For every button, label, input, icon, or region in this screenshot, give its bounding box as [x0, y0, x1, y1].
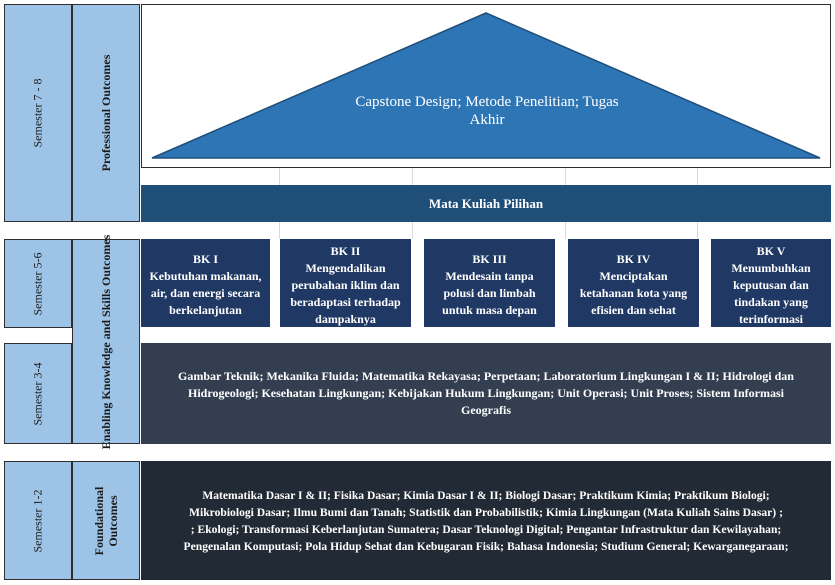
bk-line: dampaknya — [315, 312, 376, 326]
bk-line: Kebutuhan makanan, — [149, 269, 262, 283]
capstone-panel: Capstone Design; Metode Penelitian; Tuga… — [141, 4, 831, 168]
grid-line — [412, 222, 413, 239]
bk-line: Menumbuhkan — [731, 261, 811, 275]
grid-line — [565, 222, 566, 239]
bk-line: polusi dan limbah — [443, 286, 536, 300]
bk-box-5: BK V Menumbuhkan keputusan dan tindakan … — [711, 239, 831, 327]
bk-line: efisien dan sehat — [591, 303, 676, 317]
bk-box-3: BK III Mendesain tanpa polusi dan limbah… — [424, 239, 555, 327]
semester-1-2-label: Semester 1-2 — [4, 461, 72, 580]
bk-line: untuk masa depan — [442, 303, 537, 317]
bk-code: BK II — [330, 244, 361, 258]
bk-line: keputusan dan — [733, 278, 809, 292]
foundation-courses-box: Matematika Dasar I & II; Fisika Dasar; K… — [141, 461, 831, 580]
middle-course-line: Gambar Teknik; Mekanika Fluida; Matemati… — [178, 369, 794, 383]
middle-course-line: Hidrogeologi; Kesehatan Lingkungan; Kebi… — [188, 386, 784, 400]
foundation-course-line: ; Ekologi; Transformasi Keberlanjutan Su… — [190, 522, 782, 536]
grid-line — [565, 168, 566, 185]
capstone-triangle — [151, 12, 821, 159]
grid-line — [279, 222, 280, 239]
grid-line — [697, 222, 698, 239]
elective-bar: Mata Kuliah Pilihan — [141, 185, 831, 222]
elective-label: Mata Kuliah Pilihan — [428, 195, 544, 211]
bk-code: BK III — [472, 252, 507, 266]
bk-line: tindakan yang — [734, 295, 808, 309]
foundation-course-line: Matematika Dasar I & II; Fisika Dasar; K… — [202, 488, 770, 502]
semester-5-6-label: Semester 5-6 — [4, 239, 72, 328]
capstone-text: Capstone Design; Metode Penelitian; Tuga… — [292, 93, 682, 129]
bk-line: berkelanjutan — [169, 303, 242, 317]
bk-line: beradaptasi terhadap — [290, 295, 401, 309]
bk-line: ketahanan kota yang — [579, 286, 688, 300]
professional-outcomes-label: Professional Outcomes — [72, 4, 140, 222]
bk-box-1: BK I Kebutuhan makanan, air, dan energi … — [141, 239, 270, 327]
middle-course-line: Geografis — [461, 403, 511, 417]
semester-3-4-label: Semester 3-4 — [4, 343, 72, 444]
bk-code: BK V — [756, 244, 786, 258]
bk-code: BK I — [192, 252, 218, 266]
foundation-course-line: Mikrobiologi Dasar; Ilmu Bumi dan Tanah;… — [189, 505, 783, 519]
bk-box-4: BK IV Menciptakan ketahanan kota yang ef… — [568, 239, 699, 327]
bk-box-2: BK II Mengendalikan perubahan iklim dan … — [280, 239, 411, 327]
bk-line: Mendesain tanpa — [445, 269, 534, 283]
foundational-outcomes-label: Foundational Outcomes — [72, 461, 140, 580]
middle-courses-box: Gambar Teknik; Mekanika Fluida; Matemati… — [141, 343, 831, 444]
bk-line: Mengendalikan — [305, 261, 386, 275]
capstone-line-1: Capstone Design; Metode Penelitian; Tuga… — [355, 94, 619, 110]
bk-line: perubahan iklim dan — [291, 278, 400, 292]
grid-line — [412, 168, 413, 185]
bk-code: BK IV — [616, 252, 651, 266]
semester-7-8-label: Semester 7 - 8 — [4, 4, 72, 222]
bk-line: air, dan energi secara — [150, 286, 261, 300]
bk-line: terinformasi — [739, 312, 803, 326]
foundation-course-line: Pengenalan Komputasi; Pola Hidup Sehat d… — [183, 539, 789, 553]
grid-line — [279, 168, 280, 185]
bk-line: Menciptakan — [599, 269, 668, 283]
enabling-outcomes-label: Enabling Knowledge and Skills Outcomes — [72, 234, 140, 449]
grid-line — [697, 168, 698, 185]
capstone-line-2: Akhir — [469, 112, 505, 128]
